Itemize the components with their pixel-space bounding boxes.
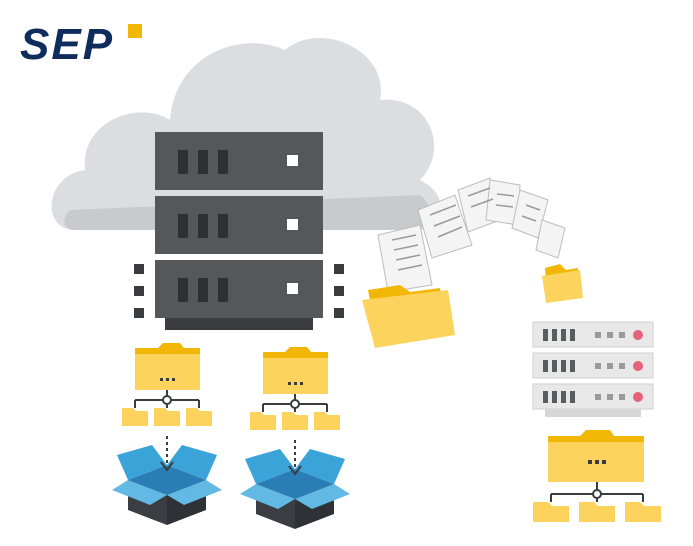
logo-text: SEP	[20, 20, 115, 69]
document-transfer	[362, 177, 583, 348]
sep-logo: SEP	[20, 22, 150, 68]
small-folder-icon	[542, 264, 583, 303]
box-icon	[240, 440, 350, 529]
remote-server-icon	[532, 321, 654, 417]
document-icon	[377, 177, 566, 293]
logo-accent-dot	[128, 24, 142, 38]
folder-tree-right	[250, 347, 340, 430]
remote-folder-tree	[533, 430, 661, 522]
box-icon	[112, 436, 222, 525]
main-server-icon	[134, 132, 344, 330]
folder-tree-left	[122, 343, 212, 426]
open-folder-icon	[362, 285, 455, 348]
